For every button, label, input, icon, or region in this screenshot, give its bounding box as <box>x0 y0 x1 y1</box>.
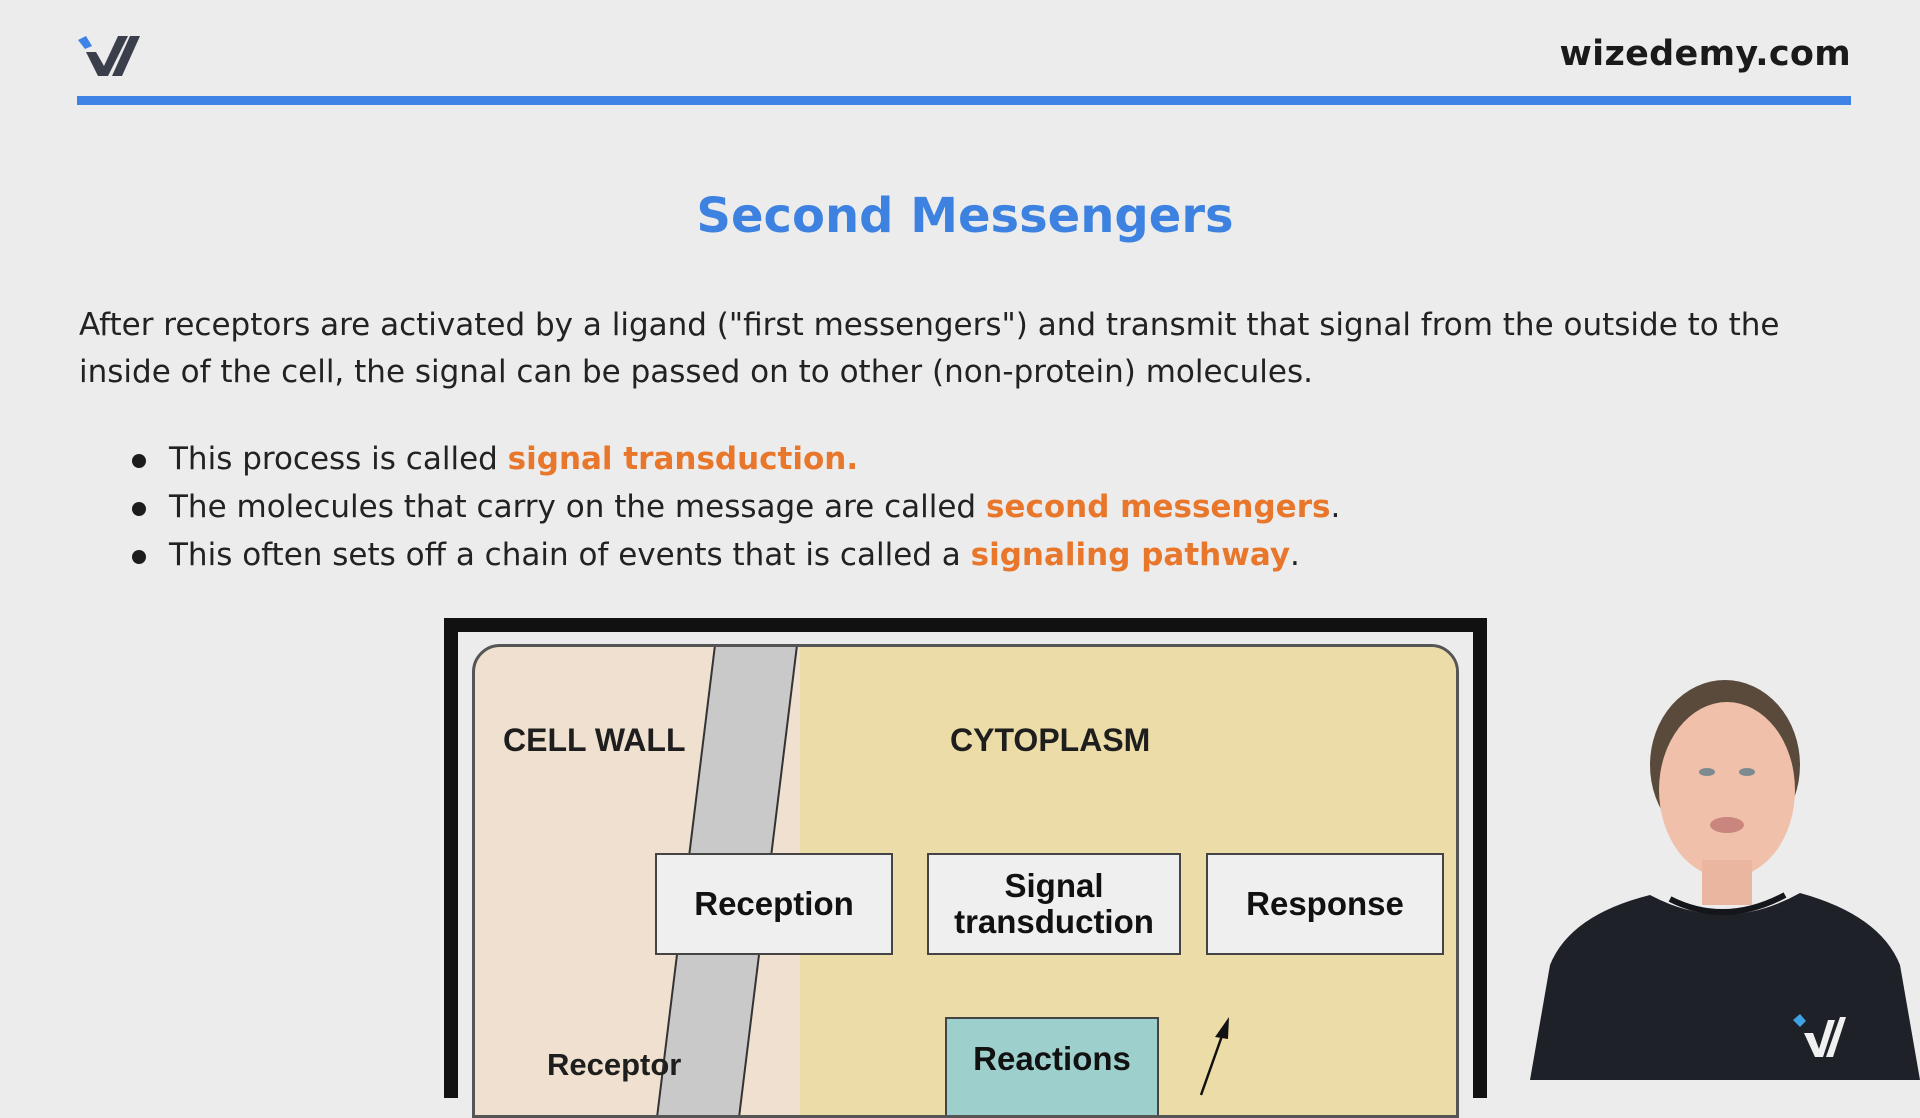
cytoplasm-label: CYTOPLASM <box>950 722 1151 758</box>
signal-transduction-box: Signal transduction <box>927 853 1181 955</box>
bullet-text: The molecules that carry on the message … <box>169 489 986 525</box>
reception-box: Reception <box>655 853 893 955</box>
cell-diagram: CELL WALL CYTOPLASM Reception Signal tra… <box>472 644 1459 1118</box>
site-name: wizedemy.com <box>1559 34 1851 74</box>
bullet-list: This process is called signal transducti… <box>130 435 1340 579</box>
figure-frame: CELL WALL CYTOPLASM Reception Signal tra… <box>458 632 1473 1118</box>
highlight-term: second messengers <box>985 489 1331 525</box>
bullet-suffix: . <box>1290 537 1300 573</box>
arrow-icon <box>1199 1017 1229 1096</box>
bullet-text: This often sets off a chain of events th… <box>169 537 971 573</box>
cell-wall-label: CELL WALL <box>503 722 686 758</box>
signal-pathway-figure: CELL WALL CYTOPLASM Reception Signal tra… <box>444 618 1487 1118</box>
slide-title: Second Messengers <box>696 188 1234 244</box>
reactions-box: Reactions <box>945 1017 1159 1115</box>
box-line: Signal <box>1004 867 1104 904</box>
intro-paragraph: After receptors are activated by a ligan… <box>79 307 1780 390</box>
header-divider <box>77 96 1851 105</box>
presenter-video <box>1510 665 1920 1080</box>
bullet-item: This process is called signal transducti… <box>130 435 1340 483</box>
bullet-suffix: . <box>1330 489 1341 525</box>
wizedemy-logo-icon <box>78 36 140 78</box>
highlight-term: signaling pathway <box>970 537 1291 573</box>
response-box: Response <box>1206 853 1444 955</box>
bullet-item: The molecules that carry on the message … <box>130 483 1340 531</box>
highlight-term: signal transduction. <box>507 441 859 477</box>
receptor-label: Receptor <box>547 1047 682 1082</box>
bullet-item: This often sets off a chain of events th… <box>130 531 1340 579</box>
box-line: transduction <box>954 903 1154 940</box>
bullet-text: This process is called <box>169 441 508 477</box>
